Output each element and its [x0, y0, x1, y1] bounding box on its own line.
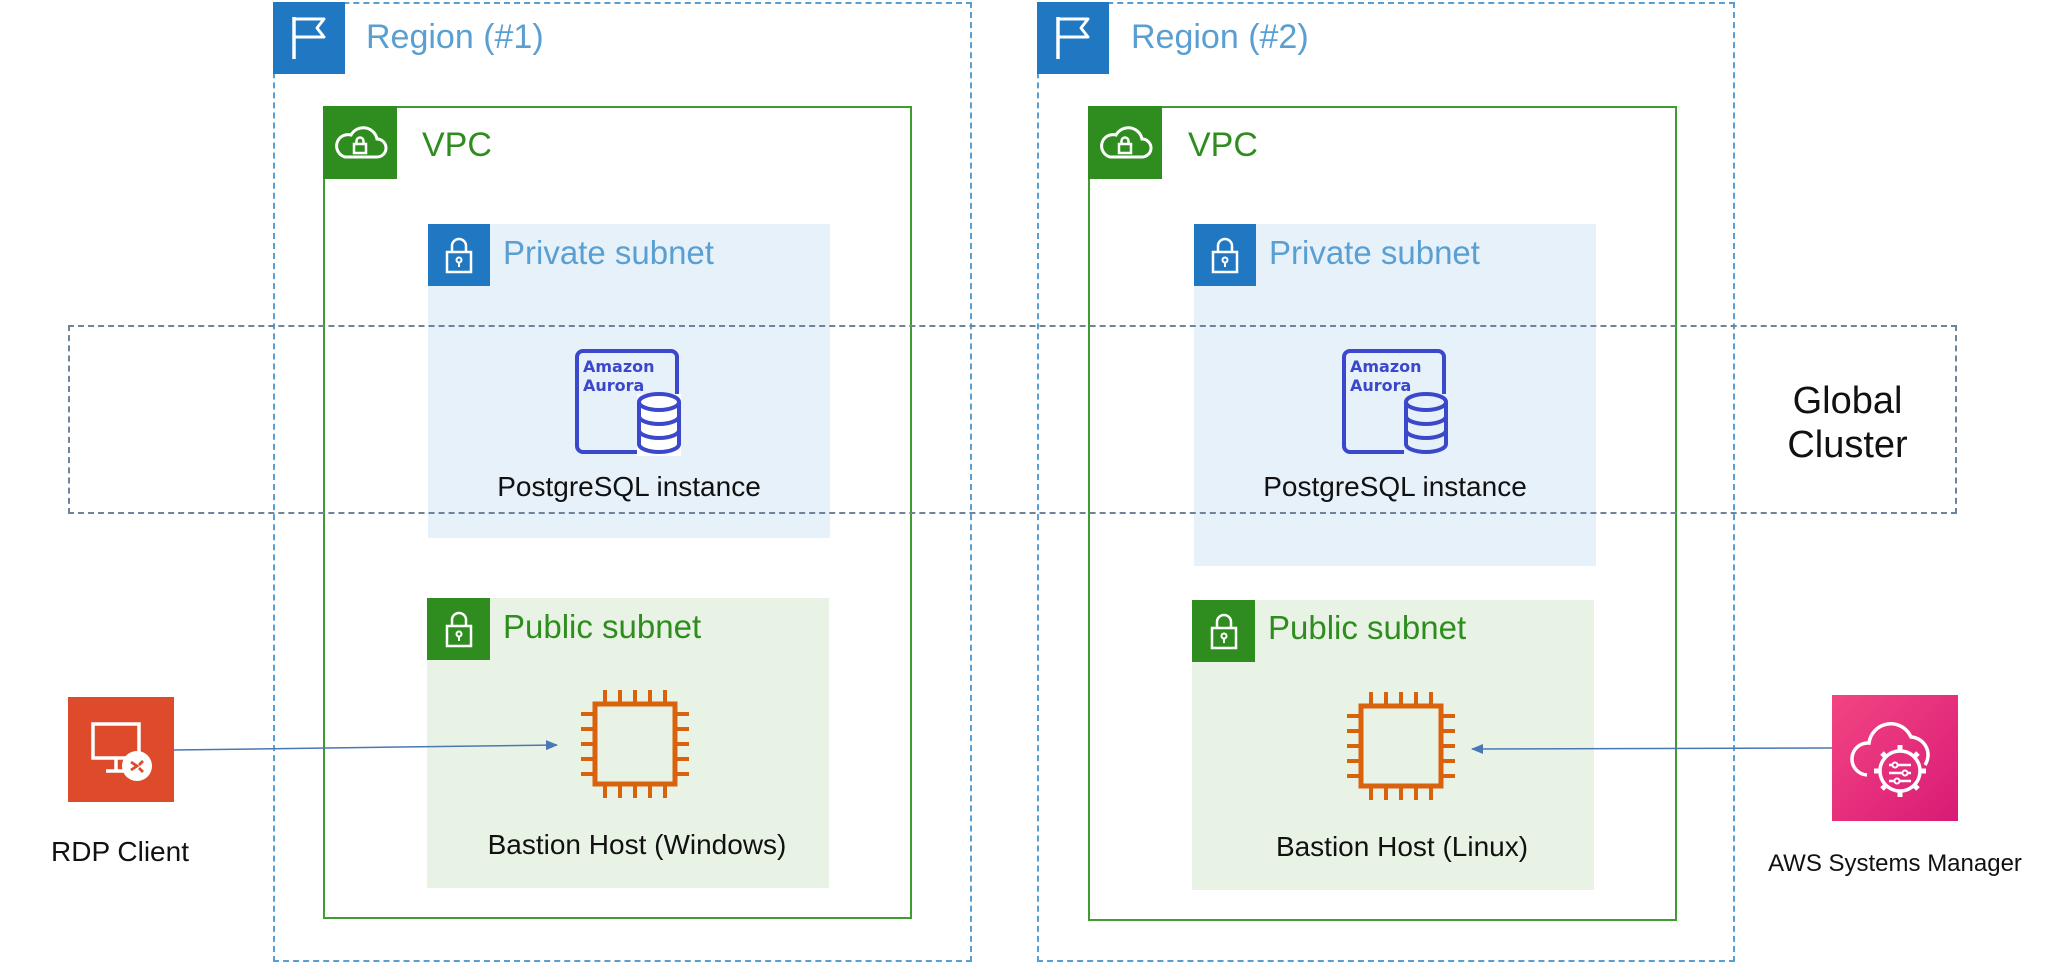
region-2-title: Region (#2) — [1131, 18, 1309, 56]
systems-manager-label: AWS Systems Manager — [1768, 850, 2022, 877]
vpc-1-title: VPC — [422, 126, 492, 164]
public-subnet-1-lock-badge — [427, 598, 490, 660]
remote-desktop-icon — [91, 721, 152, 781]
rdp-to-windows-bastion-arrow — [173, 740, 558, 751]
public-subnet-1-title: Public subnet — [503, 608, 702, 645]
ec2-instance-icon — [581, 690, 689, 798]
public-subnet-1 — [427, 598, 829, 888]
systems-manager-node — [1832, 695, 1958, 821]
global-cluster-line-2: Cluster — [1787, 423, 1908, 466]
private-subnet-2-title: Private subnet — [1269, 234, 1480, 271]
ec2-instance-icon — [1347, 692, 1455, 800]
cloud-lock-icon — [335, 125, 388, 158]
public-subnet-2-lock-badge — [1192, 600, 1255, 662]
flag-icon — [292, 17, 326, 59]
db-instance-1-label: PostgreSQL instance — [497, 471, 761, 502]
lock-icon — [1210, 613, 1237, 650]
cloud-lock-icon — [1100, 125, 1153, 158]
private-subnet-1-title: Private subnet — [503, 234, 714, 271]
bastion-host-1-label: Bastion Host (Windows) — [487, 829, 787, 860]
aurora-logo-line-1: Amazon — [1350, 357, 1422, 376]
aurora-logo-line-2: Aurora — [1350, 376, 1411, 395]
region-2-boundary — [1037, 2, 1735, 962]
region-1-flag-badge — [273, 2, 345, 74]
bastion-host-2-label: Bastion Host (Linux) — [1275, 831, 1529, 862]
region-1-title: Region (#1) — [366, 18, 544, 56]
global-cluster-line-1: Global — [1792, 380, 1903, 422]
lock-icon — [1211, 237, 1239, 274]
public-subnet-2-title: Public subnet — [1268, 609, 1467, 646]
vpc-1-badge — [323, 106, 397, 179]
ssm-to-linux-bastion-arrow — [1471, 743, 1833, 754]
db-instance-2-label: PostgreSQL instance — [1263, 471, 1527, 502]
global-cluster-boundary — [68, 325, 1957, 514]
private-subnet-2-lock-badge — [1194, 224, 1256, 286]
lock-icon — [445, 611, 472, 648]
public-subnet-2 — [1192, 600, 1594, 890]
aurora-database-icon: Amazon Aurora — [575, 349, 681, 456]
lock-icon — [445, 237, 473, 274]
aurora-database-icon: Amazon Aurora — [1342, 349, 1448, 456]
region-1-boundary — [273, 2, 972, 962]
private-subnet-1-lock-badge — [428, 224, 490, 286]
vpc-2-title: VPC — [1188, 126, 1258, 164]
region-2-flag-badge — [1037, 2, 1109, 74]
vpc-2-badge — [1088, 106, 1162, 179]
aurora-logo-line-2: Aurora — [583, 376, 644, 395]
rdp-client-node — [68, 697, 174, 802]
flag-icon — [1056, 17, 1090, 59]
global-cluster-label: Global Cluster — [1740, 380, 1955, 467]
rdp-client-label: RDP Client — [51, 836, 189, 867]
cloud-gear-icon — [1850, 722, 1930, 797]
private-subnet-1 — [428, 224, 830, 538]
private-subnet-2 — [1194, 224, 1596, 566]
aurora-logo-line-1: Amazon — [583, 357, 655, 376]
